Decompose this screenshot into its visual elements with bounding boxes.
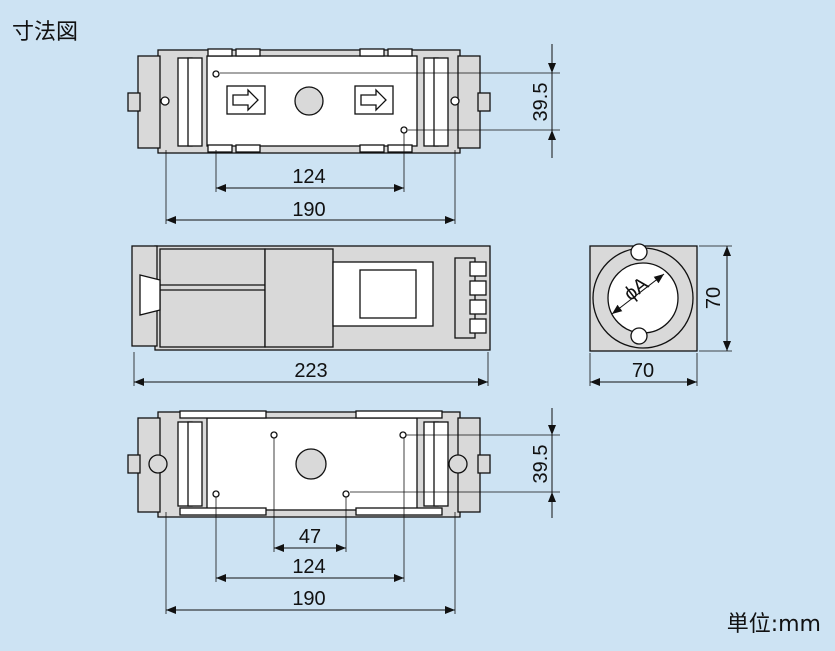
side-length-label: 223 (294, 360, 327, 382)
end-view (589, 243, 732, 386)
top-view (127, 44, 560, 224)
unit-label: 単位:mm (726, 612, 821, 637)
arrow-right-icon (354, 85, 394, 115)
end-width-label: 70 (632, 360, 654, 382)
bottom-width-label: 190 (292, 588, 325, 610)
bottom-height-label: 39.5 (530, 445, 552, 484)
bottom-hole-offset-label: 47 (299, 526, 321, 548)
side-view (131, 245, 491, 386)
page-title: 寸法図 (12, 20, 79, 45)
bottom-view (127, 408, 560, 614)
bottom-hole-pitch-label: 124 (292, 556, 325, 578)
top-width-label: 190 (292, 199, 325, 221)
top-hole-pitch-label: 124 (292, 166, 325, 188)
arrow-right-icon (226, 85, 266, 115)
end-height-label: 70 (703, 287, 725, 309)
top-height-label: 39.5 (530, 83, 552, 122)
